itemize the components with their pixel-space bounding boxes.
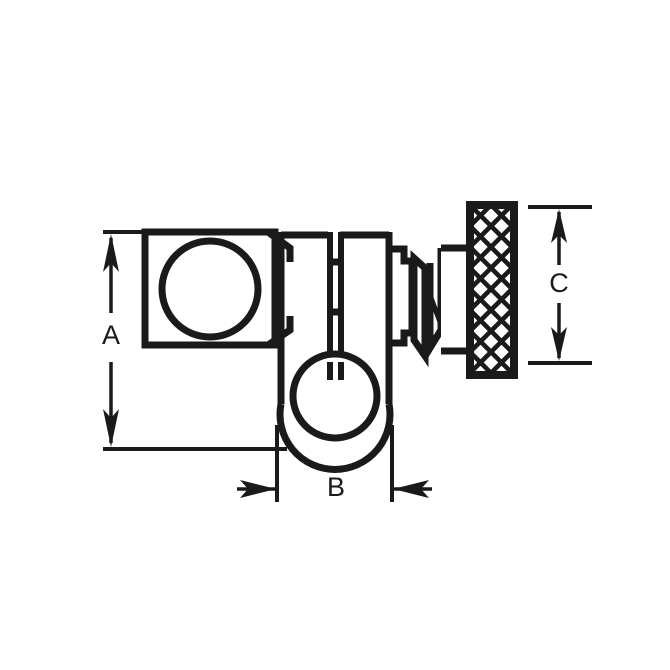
dimension-a-arrow-bottom (103, 409, 119, 447)
swivel-clamp-body (276, 231, 394, 473)
dimension-c: C (528, 205, 592, 365)
knurled-knob (466, 201, 518, 379)
lower-facet-line (266, 316, 294, 348)
thread-flank-first (410, 250, 429, 368)
dimension-c-label: C (549, 268, 569, 298)
clamp-boss-inner-circle (289, 350, 381, 442)
thread-helix-line (421, 278, 443, 323)
dimension-c-arrow-top (551, 209, 567, 243)
clamp-slot-stem (327, 362, 344, 380)
dimension-c-arrow-bottom (551, 327, 567, 361)
dimension-b-arrow-left (240, 480, 276, 498)
square-mounting-block (141, 228, 279, 349)
knurl-crosshatch-fill (470, 205, 514, 375)
threaded-shaft (392, 245, 445, 368)
knurled-knob-outline (466, 201, 518, 379)
thread-root-step (392, 245, 416, 347)
dimension-a-label: A (102, 320, 120, 350)
part-outline-group (103, 201, 518, 473)
dimension-a: A (102, 230, 147, 447)
dimension-b: B (237, 425, 432, 502)
mounting-block-bore-circle (158, 237, 262, 341)
dimension-b-label: B (327, 472, 345, 502)
upper-facet-line (265, 229, 294, 262)
dimension-b-arrow-right (393, 480, 429, 498)
block-to-body-transition (265, 229, 294, 348)
dimension-a-arrow-top (103, 234, 119, 272)
